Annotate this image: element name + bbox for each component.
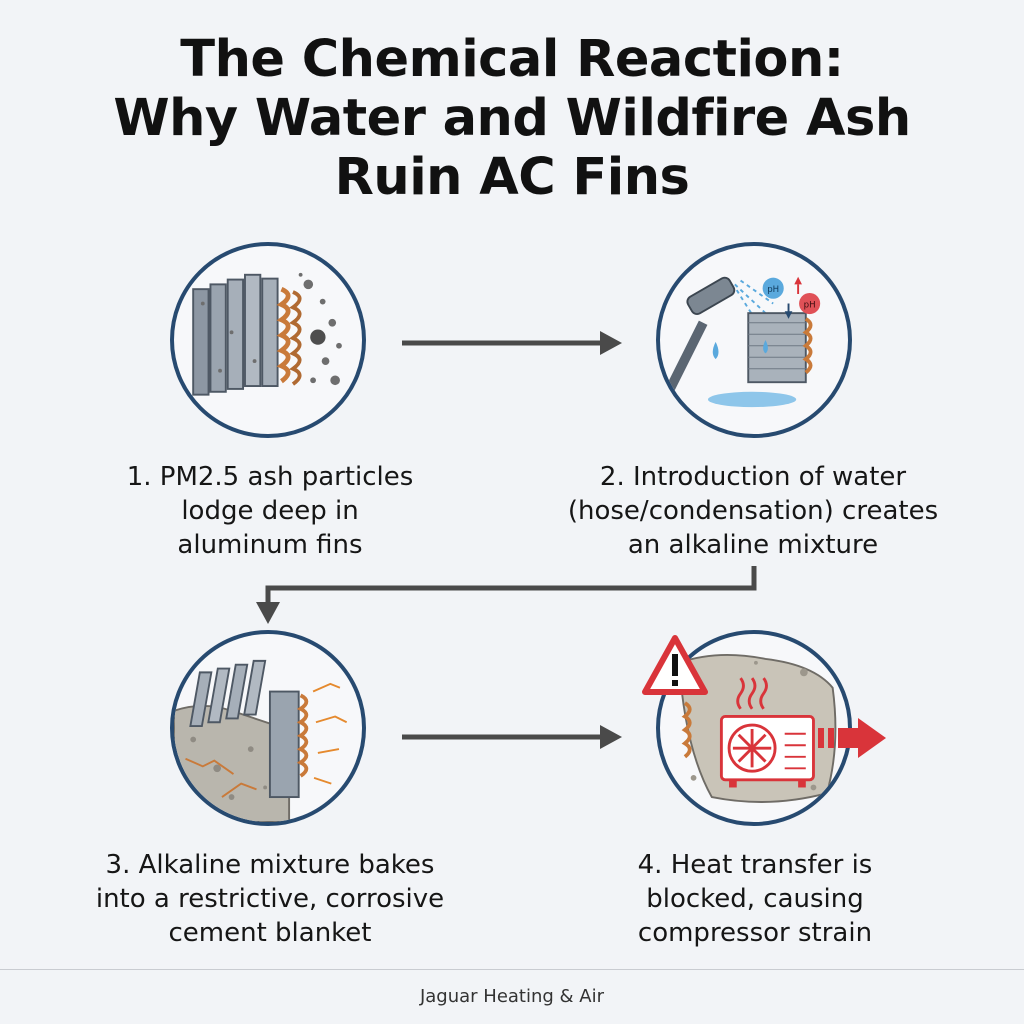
step-4-caption-line-3: compressor strain (637, 918, 873, 948)
title-line-2: Why Water and Wildfire Ash (113, 89, 911, 148)
arrow-step2-to-step3 (256, 566, 757, 624)
step-1-caption: 1. PM2.5 ash particles lodge deep in alu… (70, 460, 470, 562)
title-line-3: Ruin AC Fins (334, 148, 690, 207)
step-4-caption: 4. Heat transfer is blocked, causing com… (560, 848, 950, 950)
step-3-illustration (170, 630, 366, 826)
title-line-1: The Chemical Reaction: (180, 30, 844, 89)
step-4-caption-line-1: 4. Heat transfer is (637, 850, 873, 880)
step-2-caption: 2. Introduction of water (hose/condensat… (530, 460, 976, 562)
warning-icon (642, 635, 708, 695)
step-2-caption-line-1: 2. Introduction of water (599, 462, 907, 492)
cemented-coil-icon (174, 659, 348, 822)
arrow-step3-to-step4 (402, 725, 622, 749)
step-3-caption-line-2: into a restrictive, corrosive (95, 884, 445, 914)
step-3-caption-line-3: cement blanket (168, 918, 372, 948)
step-1-caption-line-3: aluminum fins (177, 530, 363, 560)
step-1-caption-line-1: 1. PM2.5 ash particles (126, 462, 414, 492)
hose-spray-icon: pH pH (665, 276, 821, 408)
step-3-caption: 3. Alkaline mixture bakes into a restric… (60, 848, 480, 950)
step-2-caption-line-3: an alkaline mixture (627, 530, 879, 560)
step-1-caption-line-2: lodge deep in (181, 496, 359, 526)
step-1-illustration (170, 242, 366, 438)
footer-brand: Jaguar Heating & Air (419, 986, 605, 1007)
footer-divider (0, 969, 1024, 970)
step-4-caption-line-2: blocked, causing (646, 884, 864, 914)
arrow-step1-to-step2 (402, 331, 622, 355)
svg-text:pH: pH (804, 300, 816, 310)
svg-text:pH: pH (767, 285, 779, 295)
red-arrow-icon (818, 718, 886, 758)
step-3-caption-line-1: 3. Alkaline mixture bakes (105, 850, 435, 880)
dusty-coil-icon (192, 272, 342, 396)
page-title: The Chemical Reaction: Why Water and Wil… (0, 30, 1024, 207)
step-2-caption-line-2: (hose/condensation) creates (567, 496, 939, 526)
overheating-ac-unit-icon (678, 653, 837, 803)
step-2-illustration: pH pH (656, 242, 852, 438)
